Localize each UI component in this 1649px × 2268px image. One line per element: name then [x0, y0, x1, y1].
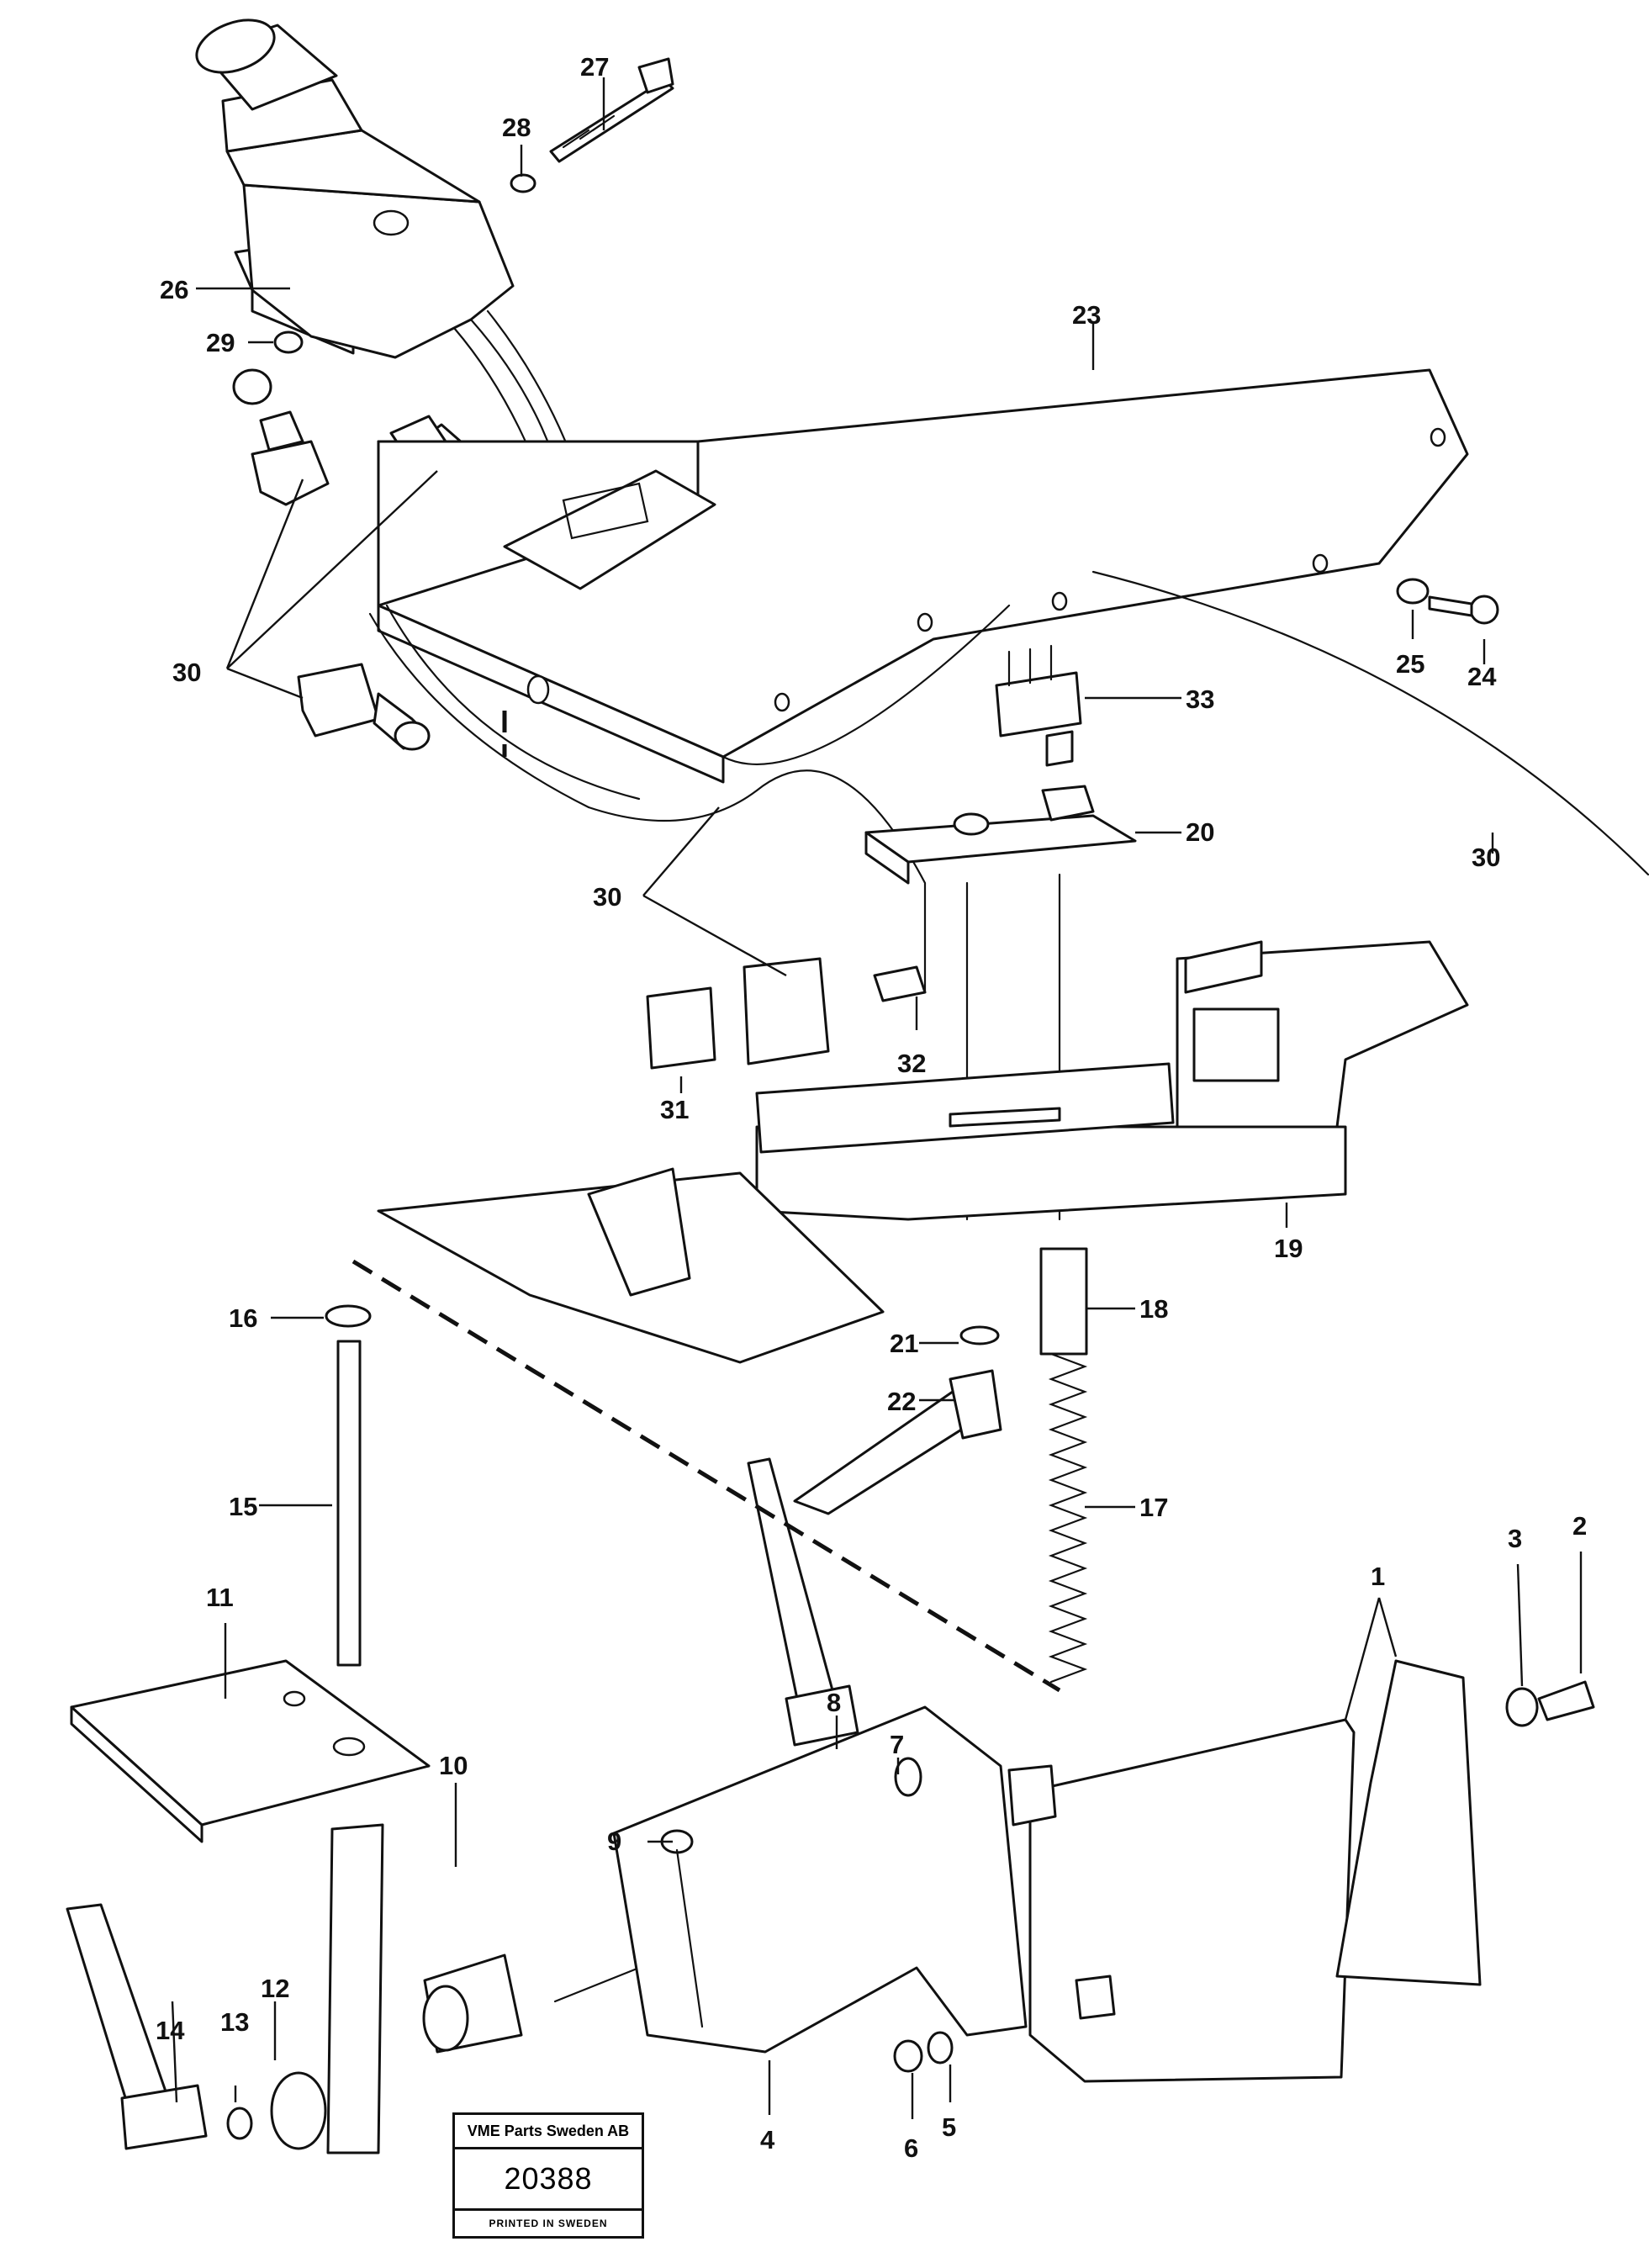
stamp-diagram-number: 20388	[455, 2149, 642, 2211]
callout-29: 29	[206, 328, 235, 357]
callout-19: 19	[1274, 1234, 1303, 1263]
mounting-plates-1[interactable]	[1007, 1659, 1595, 2083]
callout-18: 18	[1139, 1294, 1168, 1324]
callout-4: 4	[760, 2125, 775, 2154]
callout-5: 5	[942, 2112, 956, 2142]
relay-and-connector-31-32[interactable]	[646, 957, 927, 1070]
main-bracket-19[interactable]	[377, 940, 1469, 1364]
spring-and-locking-lever[interactable]	[793, 1247, 1088, 1684]
callout-12: 12	[261, 1974, 289, 2003]
callout-21: 21	[890, 1329, 918, 1358]
callout-8: 8	[827, 1688, 841, 1717]
console-cover[interactable]	[368, 368, 1649, 994]
footrest-plate-and-rod[interactable]	[70, 1304, 431, 2154]
callout-25: 25	[1396, 649, 1424, 679]
callout-20: 20	[1186, 817, 1214, 847]
callout-30-a: 30	[172, 658, 201, 687]
callout-17: 17	[1139, 1493, 1168, 1522]
callout-9: 9	[607, 1827, 621, 1856]
callout-15: 15	[229, 1492, 257, 1521]
callout-30-b: 30	[1472, 843, 1500, 872]
callout-labels: 27 28 26 29 23 30 25 24 33 20 30 30 32 3…	[156, 52, 1587, 2163]
callout-6: 6	[904, 2133, 918, 2163]
dashed-assembly-lines	[351, 711, 1061, 1693]
callout-1: 1	[1371, 1562, 1385, 1591]
callout-10: 10	[439, 1751, 468, 1780]
stamp-company: VME Parts Sweden AB	[455, 2115, 642, 2149]
callout-28: 28	[502, 113, 531, 142]
stamp-printed-note: PRINTED IN SWEDEN	[489, 2218, 608, 2229]
callout-3: 3	[1508, 1524, 1522, 1553]
callout-2: 2	[1572, 1511, 1587, 1541]
callout-23: 23	[1072, 300, 1101, 330]
callout-11: 11	[206, 1583, 234, 1612]
callout-27: 27	[580, 52, 609, 82]
callout-31: 31	[660, 1095, 689, 1124]
callout-33: 33	[1186, 685, 1214, 714]
callout-13: 13	[220, 2007, 249, 2037]
callout-22: 22	[887, 1387, 916, 1416]
publisher-stamp: VME Parts Sweden AB 20388 PRINTED IN SWE…	[452, 2112, 644, 2239]
callout-32: 32	[897, 1049, 926, 1078]
callout-leaders	[171, 77, 1583, 2119]
callout-26: 26	[160, 275, 188, 304]
callout-14: 14	[156, 2016, 185, 2045]
mounting-plate-4[interactable]	[612, 1457, 1028, 2073]
switch-33-and-bracket-20[interactable]	[864, 644, 1137, 1221]
callout-30-c: 30	[593, 882, 621, 912]
callout-7: 7	[890, 1730, 904, 1759]
callout-16: 16	[229, 1303, 257, 1333]
lever-and-pivot-10-14[interactable]	[66, 1903, 641, 2150]
screw-and-washer-24-25[interactable]	[1396, 578, 1499, 625]
callout-24: 24	[1467, 662, 1497, 691]
